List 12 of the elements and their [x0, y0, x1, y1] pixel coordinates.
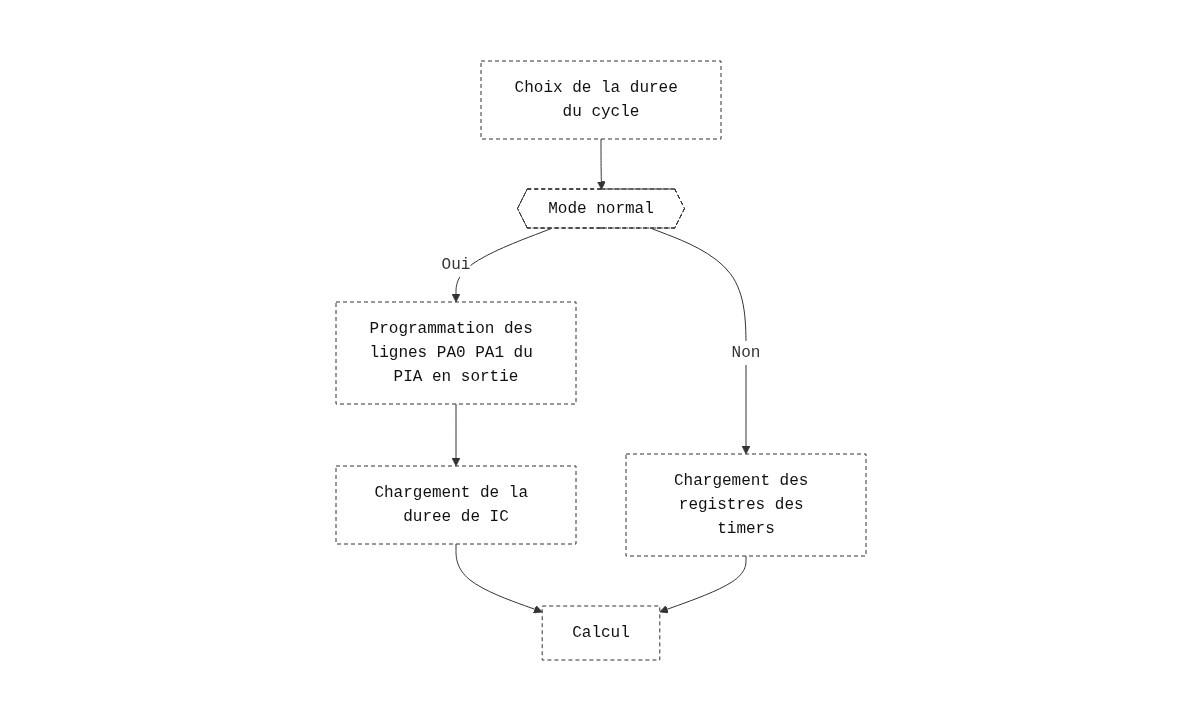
node-box: Chargement des registres des timers — [625, 453, 867, 556]
arrow — [451, 403, 461, 466]
arrow — [659, 555, 747, 613]
edge-label: Non — [731, 343, 761, 362]
node-box: Choix de la duree du cycle — [480, 60, 722, 139]
node-box: Calcul — [541, 605, 661, 660]
node-box: Programmation des lignes PA0 PA1 du PIA en sortie — [335, 301, 577, 404]
node-box: Chargement de la duree de IC — [335, 465, 577, 544]
arrow — [651, 227, 751, 454]
arrow — [455, 543, 543, 613]
edge-label: Oui — [441, 255, 471, 274]
arrow — [596, 138, 606, 190]
